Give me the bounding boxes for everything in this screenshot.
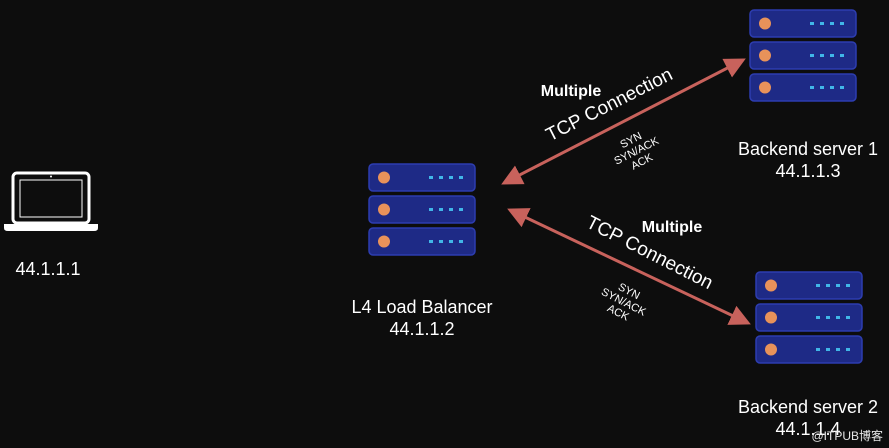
load-balancer-name: L4 Load Balancer	[351, 297, 492, 317]
backend-server-2-icon	[755, 271, 863, 364]
load-balancer-ip: 44.1.1.2	[389, 319, 454, 339]
top-handshake: SYN SYN/ACK ACK	[612, 130, 661, 172]
connection-arrow-bottom	[507, 208, 751, 325]
bottom-connection-multiple: Multiple	[642, 219, 703, 236]
backend-server-2-ip: 44.1.1.4	[775, 419, 840, 439]
laptop-icon	[4, 171, 98, 231]
top-connection-multiple: Multiple	[541, 83, 602, 100]
backend-server-1-icon	[749, 9, 857, 102]
load-balancer-server-icon	[368, 163, 476, 256]
connection-arrow-top	[501, 58, 746, 185]
bottom-handshake: SYN SYN/ACK ACK	[599, 281, 648, 324]
backend-server-1-name: Backend server 1	[738, 139, 878, 159]
backend-server-2-name: Backend server 2	[738, 397, 878, 417]
watermark: @ITPUB博客	[811, 429, 883, 443]
client-ip: 44.1.1.1	[15, 259, 80, 279]
backend-server-1-ip: 44.1.1.3	[775, 161, 840, 181]
